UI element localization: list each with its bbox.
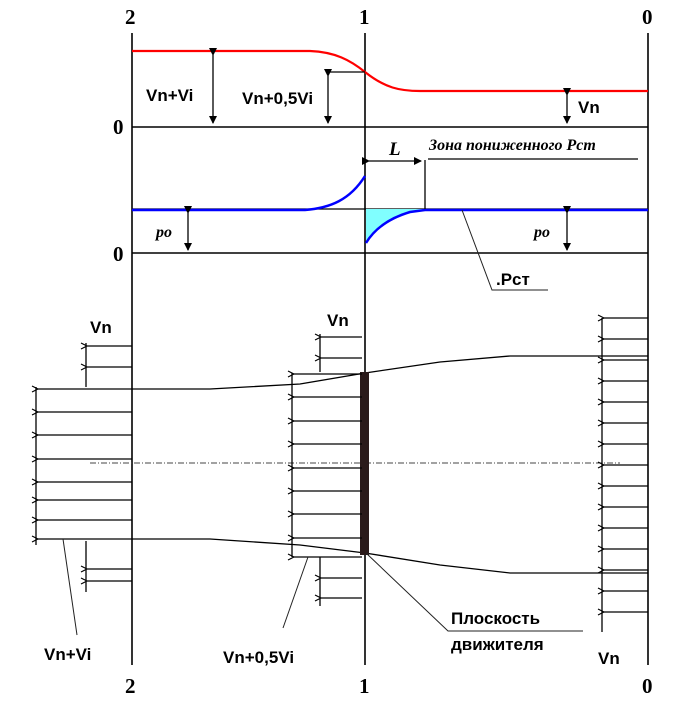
streamtube-upper — [132, 355, 648, 390]
disk-plane-label-line2: движителя — [451, 635, 544, 654]
wake-velocity-label: Vn+Vi — [44, 645, 91, 664]
section-0-label-bottom: 0 — [642, 674, 653, 698]
section-1-label-bottom: 1 — [359, 674, 370, 698]
pressure-plot: 0 L Зона пониженного Рст po po .Рст — [113, 137, 648, 291]
section-1-label-top: 1 — [359, 5, 370, 29]
velocity-zero-label: 0 — [113, 115, 124, 139]
disk-velocity-label: Vn+0,5Vi — [242, 89, 313, 108]
disk-velocity-label-flow: Vn+0,5Vi — [223, 648, 294, 667]
streamtube-lower — [132, 538, 648, 574]
far-wake-velocity-label: Vn+Vi — [146, 86, 193, 105]
flow-section: Vn Vn Vn+Vi Vn+0,5Vi Плоскость движителя… — [36, 311, 648, 668]
section-2-vn-label: Vn — [90, 318, 112, 337]
section-1-vn-label: Vn — [327, 311, 349, 330]
pressure-zero-label: 0 — [113, 242, 124, 266]
ambient-pressure-label-left: po — [154, 224, 172, 241]
section-2-label-bottom: 2 — [125, 674, 136, 698]
static-pressure-leader — [461, 209, 548, 291]
low-pressure-zone-label: Зона пониженного Рст — [428, 137, 596, 154]
ambient-pressure-label-right: po — [532, 224, 550, 241]
pressure-curve-downstream — [364, 208, 648, 244]
section-2-velocity-profile: Vn — [36, 318, 132, 592]
section-0-velocity-profile — [602, 318, 648, 632]
pressure-curve-upstream — [132, 175, 367, 212]
zone-length-label: L — [388, 139, 401, 160]
velocity-plot: 0 Vn+Vi Vn+0,5Vi Vn — [113, 48, 648, 139]
wake-velocity-leader — [62, 538, 78, 636]
disk-velocity-leader-flow — [282, 556, 309, 629]
section-0-vn-label: Vn — [598, 649, 620, 668]
disk-plane-leader — [365, 552, 583, 632]
disk-plane-label-line1: Плоскость — [451, 609, 540, 628]
section-2-label-top: 2 — [125, 5, 136, 29]
low-pressure-zone-fill — [366, 209, 425, 243]
free-stream-velocity-label: Vn — [578, 98, 600, 117]
velocity-curve — [132, 49, 648, 93]
static-pressure-label: .Рст — [496, 270, 530, 289]
propeller-disk — [360, 372, 369, 555]
section-1-velocity-profile: Vn — [292, 311, 362, 606]
section-0-label-top: 0 — [642, 5, 653, 29]
